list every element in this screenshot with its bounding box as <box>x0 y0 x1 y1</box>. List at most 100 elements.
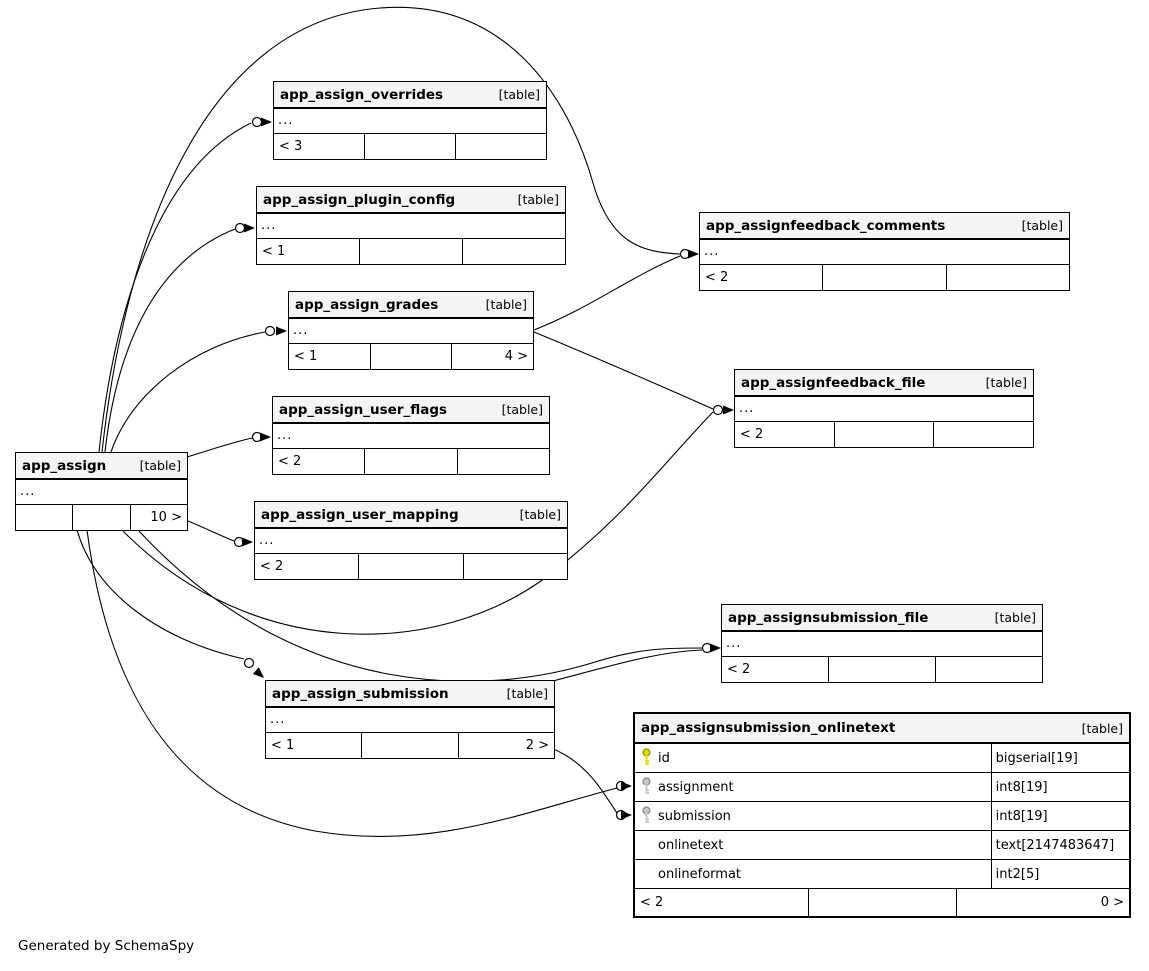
edge-app_assign-to-app_assign_user_flags <box>186 437 253 458</box>
relationship-count-cell: < 2 <box>278 454 302 469</box>
table-header[interactable]: app_assignfeedback_comments[table] <box>700 213 1069 240</box>
column-name-cell: onlineformat <box>635 860 991 888</box>
table-name: app_assign_overrides <box>280 86 444 103</box>
collapsed-columns-row: ... <box>16 480 187 505</box>
column-type: int2[5] <box>990 860 1129 888</box>
column-name-cell: id <box>635 744 991 772</box>
column-name: onlineformat <box>658 866 742 882</box>
relationship-count-cell <box>462 239 565 264</box>
table-app_assign[interactable]: app_assign[table]...10 > <box>15 452 188 531</box>
collapsed-columns-row: ... <box>255 529 567 554</box>
relationship-count-cell <box>16 505 72 530</box>
edge-app_assign-to-app_assignsubmission_file <box>137 529 703 682</box>
arrowhead-icon <box>621 810 632 820</box>
collapsed-columns-row: ... <box>266 708 554 733</box>
table-header[interactable]: app_assign_plugin_config[table] <box>257 187 565 214</box>
table-header[interactable]: app_assign[table] <box>16 453 187 480</box>
column-row-id: id bigserial[19] <box>635 744 1129 773</box>
table-header[interactable]: app_assign_user_mapping [table] <box>255 502 567 529</box>
connector-app_assign_plugin_config <box>234 222 255 234</box>
collapsed-columns-row: ... <box>274 109 546 134</box>
primary-key-icon <box>641 748 652 768</box>
table-header[interactable]: app_assign_user_flags [table] <box>273 397 549 424</box>
table-tag: [table] <box>1081 720 1123 736</box>
relationship-count-cell <box>945 265 1069 290</box>
table-name: app_assignfeedback_comments <box>706 217 946 234</box>
edge-app_assign-to-app_assign_user_mapping <box>187 520 235 542</box>
table-header[interactable]: app_assign_submission[table] <box>266 681 554 708</box>
connector-app_assignfeedback_file <box>712 404 734 416</box>
edge-app_assign-to-app_assign_submission <box>76 529 245 660</box>
table-header[interactable]: app_assignsubmission_onlinetext [table] <box>635 714 1129 744</box>
column-type: int8[19] <box>990 773 1129 801</box>
table-header[interactable]: app_assign_overrides[table] <box>274 82 546 109</box>
arrowhead-icon <box>261 117 272 127</box>
column-name-cell: onlinetext <box>635 831 991 859</box>
relationship-count-row: < 2 <box>273 449 549 474</box>
connector-app_assignsubmission_onlinetext_assignment <box>615 780 632 792</box>
relationship-count-cell <box>828 657 935 682</box>
relationship-count-row: < 2 <box>735 422 1033 447</box>
relationship-count-cell: < 3 <box>279 139 303 154</box>
collapsed-columns-row: ... <box>289 319 533 344</box>
arrowhead-icon <box>242 537 253 547</box>
table-tag: [table] <box>519 507 561 522</box>
relationship-count-cell: < 2 <box>260 559 284 574</box>
table-header[interactable]: app_assignsubmission_file [table] <box>722 605 1042 632</box>
relationship-count-row: 10 > <box>16 505 187 530</box>
relationship-count-cell: 2 > <box>457 733 554 758</box>
connector-app_assign_user_mapping <box>233 536 253 548</box>
zero-many-circle <box>251 116 263 128</box>
relationship-count-cell: < 1 <box>262 244 286 259</box>
relationship-count-cell <box>364 449 456 474</box>
column-type: text[2147483647] <box>990 831 1129 859</box>
table-app_assignsubmission_onlinetext[interactable]: app_assignsubmission_onlinetext [table] i… <box>633 712 1131 918</box>
table-name: app_assignsubmission_file <box>728 609 929 626</box>
table-app_assign_overrides[interactable]: app_assign_overrides[table]... < 3 <box>273 81 547 160</box>
foreign-key-icon <box>641 806 652 826</box>
table-tag: [table] <box>501 402 543 417</box>
relationship-count-cell <box>455 134 546 159</box>
table-tag: [table] <box>485 297 527 312</box>
connector-app_assignfeedback_comments <box>679 248 699 260</box>
arrowhead-icon <box>276 326 287 336</box>
edge-app_assign-to-app_assignsubmission_onlinetext <box>86 529 618 837</box>
column-type: bigserial[19] <box>990 744 1129 772</box>
table-header[interactable]: app_assignfeedback_file[table] <box>735 370 1033 397</box>
table-app_assignfeedback_comments[interactable]: app_assignfeedback_comments[table]...< 2 <box>699 212 1070 291</box>
arrowhead-icon <box>244 223 255 233</box>
table-app_assign_user_flags[interactable]: app_assign_user_flags[table]...< 2 <box>272 396 550 475</box>
zero-many-circle <box>712 404 724 416</box>
table-name: app_assign_user_mapping <box>261 506 459 523</box>
table-name: app_assign_user_flags <box>279 401 448 418</box>
table-name: app_assignfeedback_file <box>741 374 926 391</box>
column-name: id <box>658 750 670 766</box>
relationship-count-row: < 3 <box>274 134 546 159</box>
edge-app_assign_grades-to-app_assignfeedback_comments <box>533 255 681 331</box>
relationship-count-cell <box>462 554 567 579</box>
table-name: app_assignsubmission_onlinetext <box>641 720 896 736</box>
edge-app_assign-to-app_assign_overrides <box>98 122 252 453</box>
relationship-count-cell <box>933 422 1033 447</box>
table-name: app_assign_plugin_config <box>263 191 456 208</box>
relationship-count-cell <box>456 449 549 474</box>
table-tag: [table] <box>994 610 1036 625</box>
relationship-count-cell <box>361 733 457 758</box>
table-header[interactable]: app_assign_grades[table] <box>289 292 533 319</box>
table-app_assignfeedback_file[interactable]: app_assignfeedback_file[table]...< 2 <box>734 369 1034 448</box>
table-app_assign_user_mapping[interactable]: app_assign_user_mapping [table]... < 2 <box>254 501 568 580</box>
table-tag: [table] <box>139 458 181 473</box>
table-app_assignsubmission_file[interactable]: app_assignsubmission_file[table]...< 2 <box>721 604 1043 683</box>
table-app_assign_plugin_config[interactable]: app_assign_plugin_config[table]...< 1 <box>256 186 566 265</box>
arrowhead-icon <box>621 781 632 791</box>
column-row-onlinetext: onlinetext text[2147483647] <box>635 831 1129 860</box>
relationship-count-cell: 0 > <box>956 889 1129 916</box>
relationship-count-cell <box>359 239 462 264</box>
column-name: onlinetext <box>658 837 724 853</box>
relationship-count-row: < 2 <box>700 265 1069 290</box>
